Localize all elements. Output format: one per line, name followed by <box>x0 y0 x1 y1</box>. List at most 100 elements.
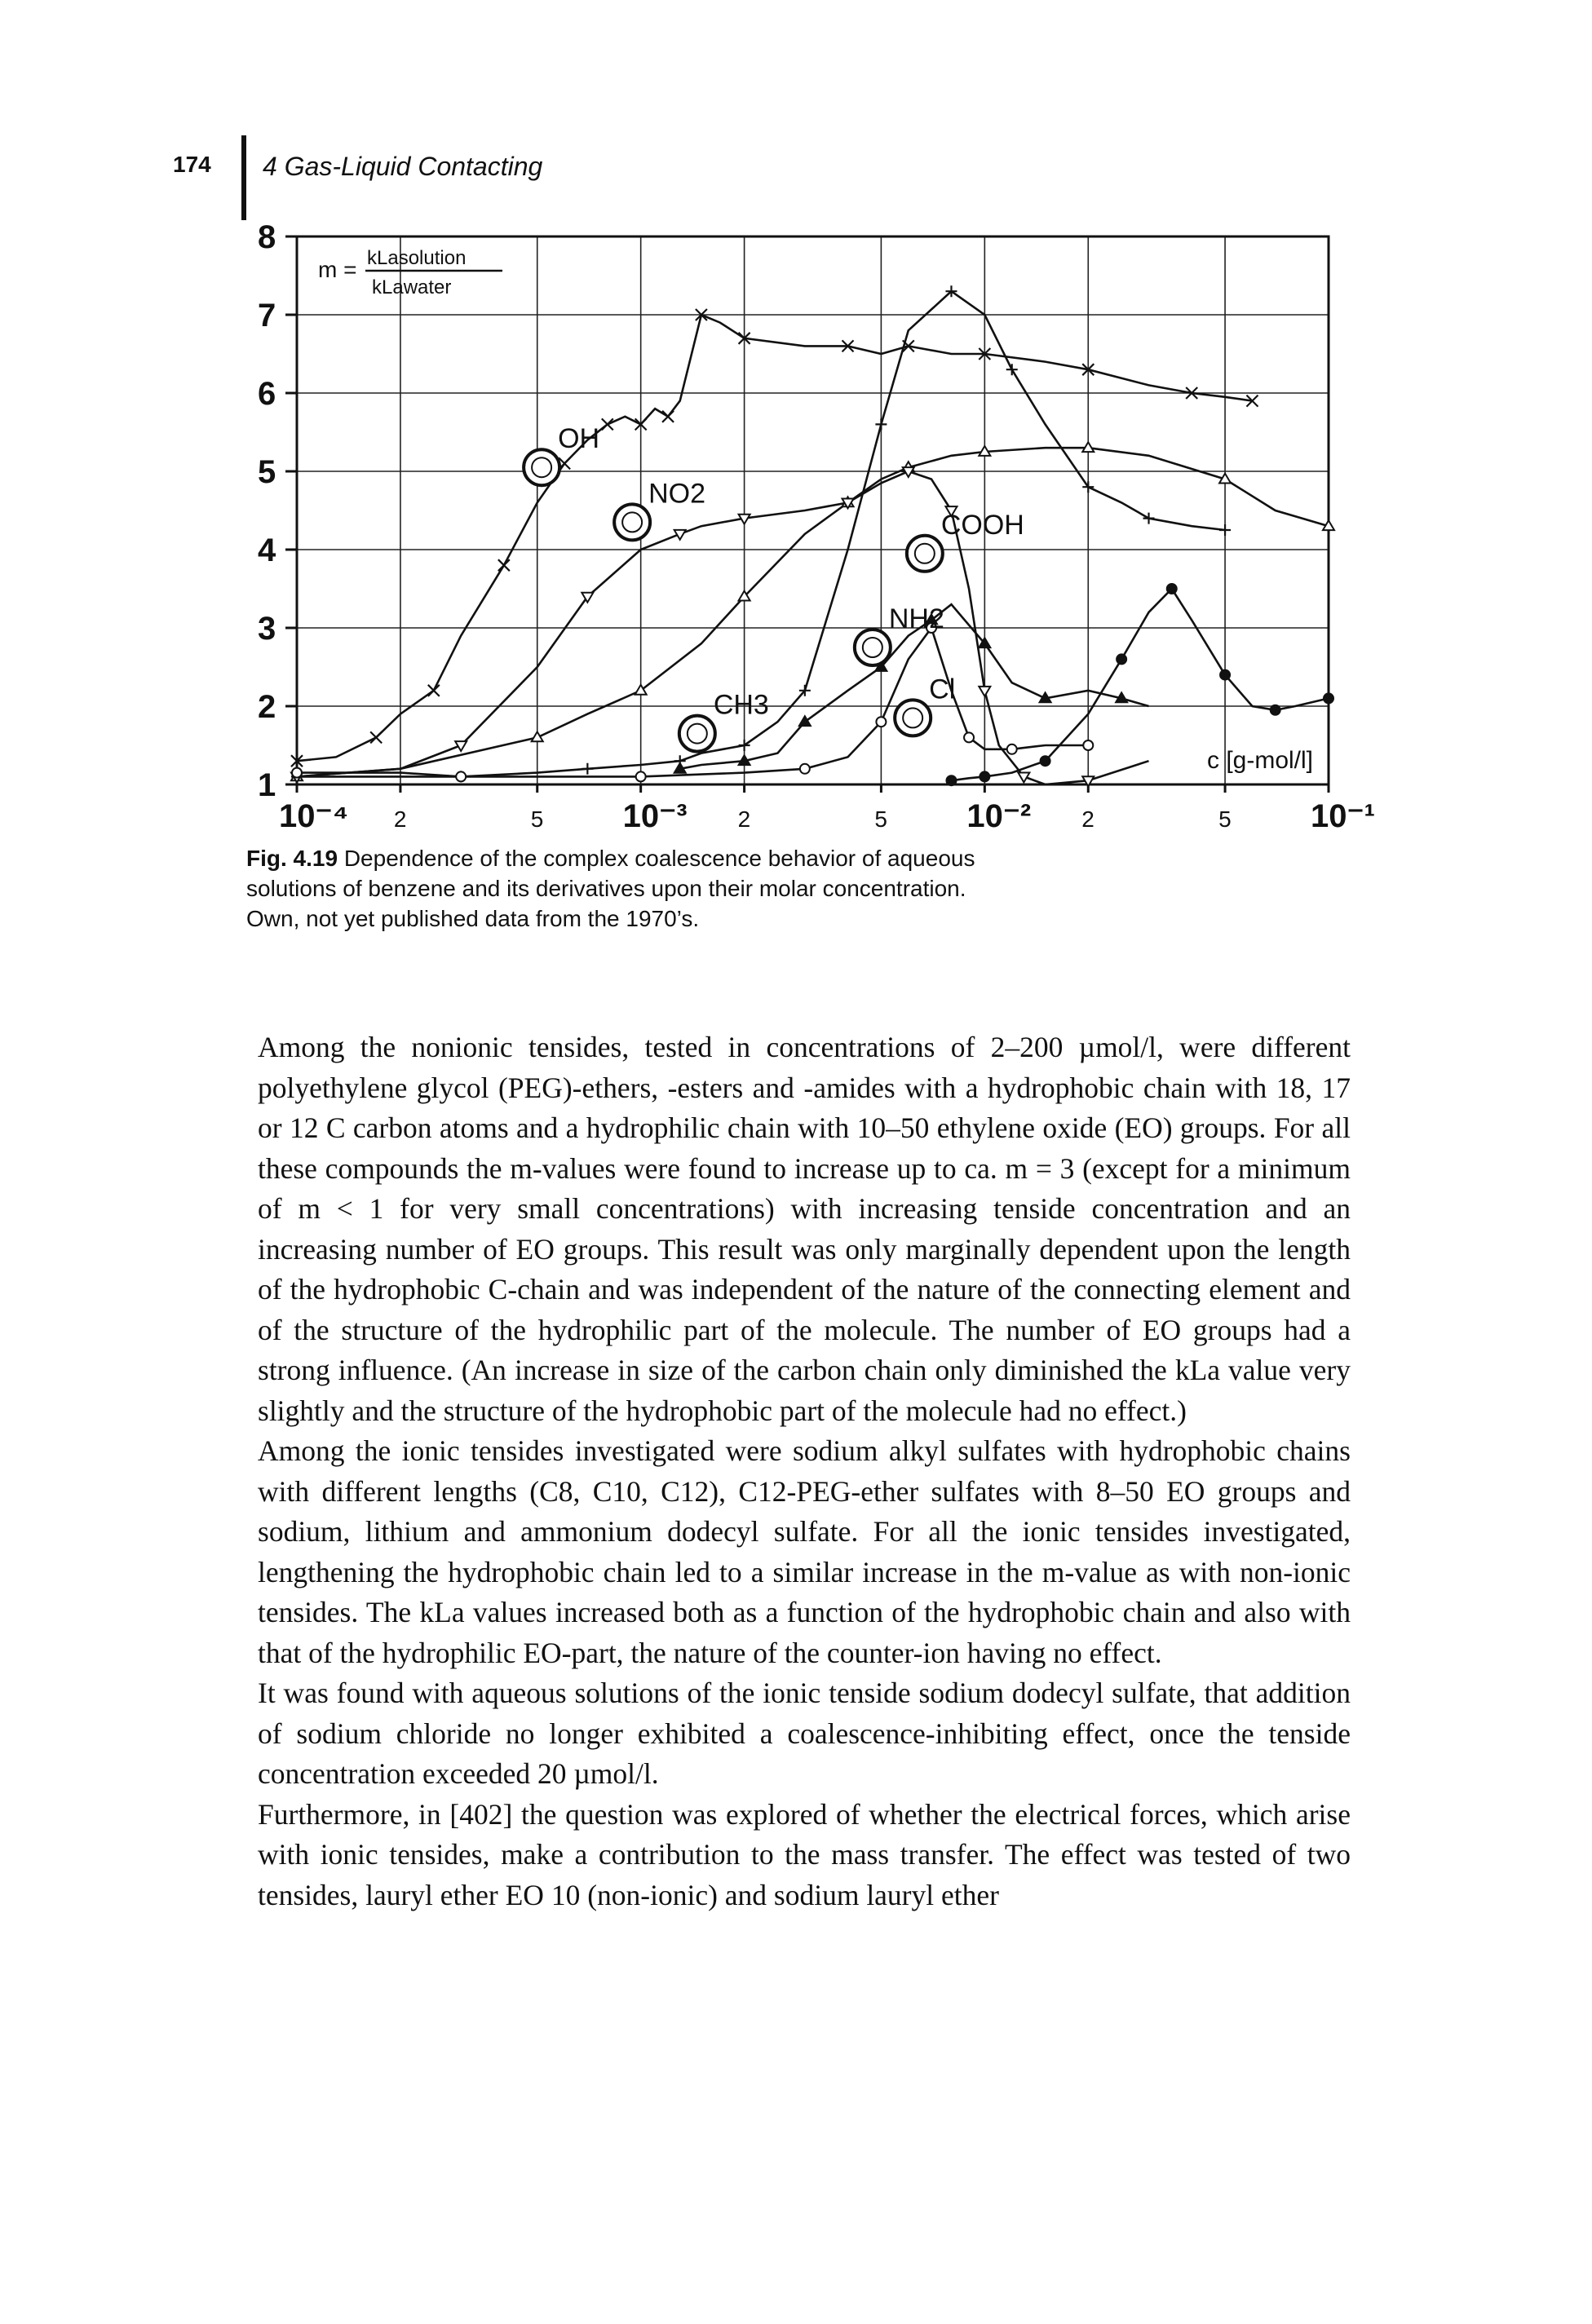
series-cooh <box>290 440 1336 782</box>
data-point <box>736 513 752 526</box>
x-tick-label: 5 <box>874 806 887 832</box>
y-tick-label: 5 <box>258 454 276 490</box>
chart-grid <box>297 236 1329 784</box>
series-line <box>679 603 1149 771</box>
aromatic-circle-icon <box>902 707 924 729</box>
x-tick-label: 10⁻¹ <box>1311 798 1375 834</box>
data-point <box>291 767 303 779</box>
paragraph: It was found with aqueous solutions of t… <box>258 1677 1351 1790</box>
formula-lhs: m = <box>318 257 356 282</box>
benzene-ring-icon <box>893 698 933 738</box>
y-tick-label: 6 <box>258 376 276 412</box>
data-point <box>901 466 916 479</box>
data-point <box>840 497 856 510</box>
benzene-ring-icon <box>612 502 652 542</box>
data-point <box>1219 524 1232 536</box>
data-point <box>1218 471 1232 484</box>
compound-label-cooh: COOH <box>941 510 1024 541</box>
formula-denominator: kLawater <box>372 276 451 298</box>
m-formula: m = kLasolution kLawater <box>318 247 502 298</box>
x-tick-label: 2 <box>738 806 751 832</box>
aromatic-circle-icon <box>621 511 643 533</box>
data-point <box>529 730 545 743</box>
data-point <box>1245 394 1259 408</box>
data-point <box>1323 692 1334 705</box>
data-point <box>798 714 812 727</box>
data-point <box>1165 583 1178 594</box>
data-point <box>873 660 889 672</box>
data-curves <box>290 285 1336 789</box>
paragraph: Furthermore, in [402] the question was e… <box>258 1797 1351 1911</box>
running-title: 4 Gas-Liquid Contacting <box>263 152 543 181</box>
data-point <box>634 418 648 431</box>
benzene-ring-icon <box>522 448 562 488</box>
data-point <box>1016 771 1032 784</box>
data-point <box>1219 669 1232 681</box>
compound-label-no2: NO2 <box>648 478 705 509</box>
benzene-ring-icon <box>852 628 892 667</box>
compound-label-oh: OH <box>558 423 599 454</box>
benzene-ring-icon <box>677 714 717 753</box>
x-tick-label: 5 <box>1218 806 1232 832</box>
compound-label-nh2: NH2 <box>889 603 944 634</box>
data-point <box>635 771 647 783</box>
series-line <box>297 289 1226 778</box>
caption-text: Dependence of the complex coalescence be… <box>246 846 975 931</box>
data-point <box>661 410 674 423</box>
data-point <box>977 685 993 698</box>
data-point <box>1081 775 1096 789</box>
compound-label-ch3: CH3 <box>714 690 769 721</box>
data-point <box>455 771 467 783</box>
data-point <box>1185 387 1198 400</box>
x-tick-label: 10⁻³ <box>623 798 688 834</box>
data-point <box>945 775 957 787</box>
data-point <box>736 753 752 767</box>
data-point <box>1006 743 1018 755</box>
x-tick-label: 2 <box>394 806 407 832</box>
data-point <box>695 308 708 321</box>
data-point <box>945 285 957 298</box>
paragraph: Among the ionic tensides investigated we… <box>258 1434 1351 1669</box>
y-tick-label: 1 <box>258 767 276 803</box>
x-unit-label: c [g-mol/l] <box>1207 747 1313 774</box>
data-point <box>1114 691 1129 704</box>
formula-numerator: kLasolution <box>367 247 466 269</box>
benzene-ring-icon <box>904 533 944 573</box>
y-tick-label: 7 <box>258 298 276 334</box>
data-point <box>672 761 688 774</box>
x-tick-label: 10⁻⁴ <box>279 798 348 834</box>
data-point <box>369 731 383 744</box>
paragraph: Among the nonionic tensides, tested in c… <box>258 1031 1351 1427</box>
data-point <box>1082 740 1094 751</box>
data-point <box>1037 691 1053 704</box>
data-point <box>977 636 993 649</box>
data-point <box>875 418 887 431</box>
plot-frame <box>295 235 1330 786</box>
data-point <box>736 589 752 602</box>
x-tick-label: 5 <box>531 806 544 832</box>
data-point <box>633 683 648 696</box>
data-point <box>427 684 440 697</box>
series-line <box>951 586 1329 782</box>
data-point <box>1039 755 1051 767</box>
y-tick-label: 2 <box>258 689 276 725</box>
data-point <box>926 622 938 634</box>
data-point <box>453 740 468 753</box>
y-tick-label: 3 <box>258 611 276 647</box>
x-tick-label: 10⁻² <box>966 798 1031 834</box>
data-point <box>737 332 751 345</box>
data-point <box>977 444 993 457</box>
y-tick-label: 4 <box>258 532 276 568</box>
data-point <box>841 339 855 353</box>
data-point <box>875 716 887 728</box>
data-point <box>978 347 992 360</box>
aromatic-circle-icon <box>861 637 883 658</box>
data-point <box>738 740 750 751</box>
aromatic-circle-icon <box>531 457 553 479</box>
data-point <box>672 528 688 541</box>
series-line <box>296 470 1149 786</box>
data-point <box>1081 363 1095 376</box>
header-rule <box>241 135 246 220</box>
